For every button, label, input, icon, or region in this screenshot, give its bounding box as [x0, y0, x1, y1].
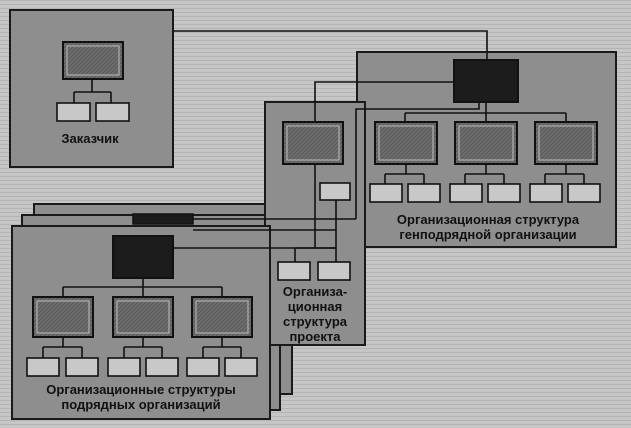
- contractor-mid-box-3: [191, 296, 253, 338]
- project-top-box: [282, 121, 344, 165]
- contractors-label-line-1: Организационные структуры: [46, 382, 236, 397]
- project-label-line-4: проекта: [289, 329, 341, 344]
- gc-to-project-line: [314, 81, 470, 122]
- customer-label: Заказчик: [61, 131, 119, 146]
- project-leaf-left: [277, 261, 311, 281]
- gc-top-box: [453, 59, 519, 103]
- contractor-leaf-5: [186, 357, 220, 377]
- project-side-box: [319, 182, 351, 201]
- project-label-line-2: ционная: [287, 299, 343, 314]
- gc-mid-box-3: [534, 121, 598, 165]
- project-label-line-3: структура: [282, 314, 348, 329]
- contractor-mid-box-1: [32, 296, 94, 338]
- contractor-mid-box-2: [112, 296, 174, 338]
- contractors-label-line-2: подрядных организаций: [61, 397, 221, 412]
- project-label-line-1: Организа-: [282, 284, 348, 299]
- customer-sub-box-left: [56, 102, 91, 122]
- general-contractor-label: Организационная структура генподрядной о…: [372, 212, 604, 242]
- gc-mid-box-2: [454, 121, 518, 165]
- contractor-leaf-6: [224, 357, 258, 377]
- gc-leaf-2: [407, 183, 441, 203]
- gc-to-contractors-line: [355, 102, 480, 214]
- gc-leaf-4: [487, 183, 521, 203]
- contractor-leaf-1: [26, 357, 60, 377]
- gc-mid-box-1: [374, 121, 438, 165]
- contractor-back-bar: [132, 213, 194, 225]
- gc-leaf-5: [529, 183, 563, 203]
- gc-leaf-6: [567, 183, 601, 203]
- customer-sub-box-right: [95, 102, 130, 122]
- general-contractor-label-line-1: Организационная структура: [396, 212, 580, 227]
- gc-leaf-3: [449, 183, 483, 203]
- project-leaf-right: [317, 261, 351, 281]
- contractor-top-box: [112, 235, 174, 279]
- gc-leaf-1: [369, 183, 403, 203]
- contractors-label: Организационные структуры подрядных орга…: [22, 382, 260, 412]
- customer-to-gc-line: [173, 30, 488, 60]
- project-label: Организа- ционная структура проекта: [268, 284, 362, 344]
- contractor-leaf-4: [145, 357, 179, 377]
- general-contractor-label-line-2: генподрядной организации: [399, 227, 577, 242]
- customer-top-box: [62, 41, 124, 80]
- contractor-leaf-3: [107, 357, 141, 377]
- contractor-leaf-2: [65, 357, 99, 377]
